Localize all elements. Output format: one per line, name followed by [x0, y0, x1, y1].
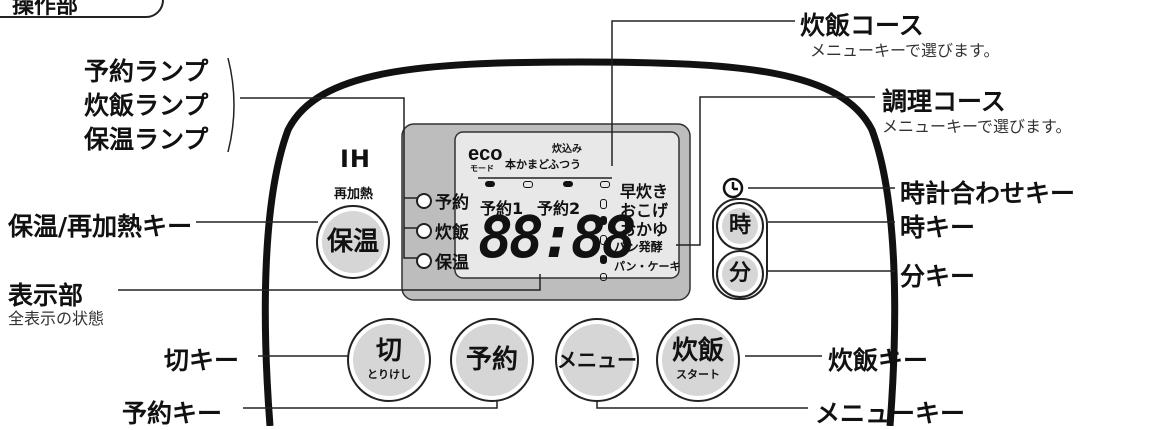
callout-display-note: 全表示の状態 [8, 309, 105, 328]
lamp-label: 保温 [435, 253, 469, 273]
cook-button-sub: スタート [676, 368, 720, 381]
lamp-indicator [416, 252, 432, 269]
title-tab-label: 操作部 [12, 0, 79, 19]
callout-hour-key: 時キー [900, 213, 976, 242]
timer-button-label: 予約 [465, 345, 518, 375]
lcd-course-pan-cake: パン・ケーキ [614, 260, 681, 273]
lcd-marker [523, 181, 533, 188]
callout-lamp-yoyaku: 予約ランプ [84, 57, 209, 86]
lamp-label: 炊飯 [435, 223, 469, 243]
lamp-indicator [416, 192, 432, 209]
callout-lamp-suihan: 炊飯ランプ [84, 91, 209, 120]
lcd-takikomi: 炊込み [552, 144, 582, 155]
callout-clock-key: 時計合わせキー [900, 179, 1076, 208]
lcd-marker [600, 216, 607, 225]
lamp-yoyaku: 予約 [416, 188, 469, 213]
lcd-futsuu: ふつう [548, 158, 581, 171]
lamp-suihan: 炊飯 [416, 218, 469, 243]
callout-timer-key: 予約キー [122, 399, 223, 428]
callout-keep-warm-key: 保温/再加熱キー [8, 212, 193, 241]
lcd-course-okoge: おこげ [620, 201, 669, 220]
lamp-label: 予約 [435, 193, 469, 213]
callout-cook-key: 炊飯キー [828, 346, 929, 375]
clock-icon [722, 177, 744, 199]
reheat-label: 再加熱 [334, 187, 374, 202]
callout-suihan-course: 炊飯コース [800, 11, 924, 40]
hour-button-label: 時 [728, 213, 751, 238]
lcd-marker [563, 181, 573, 187]
callout-suihan-course-note: メニューキーで選びます。 [810, 41, 1000, 60]
callout-off-key: 切キー [164, 346, 240, 375]
lcd-yoyaku1: 予約1 [480, 199, 524, 218]
lcd-marker [600, 181, 610, 188]
callout-menu-key: メニューキー [815, 399, 966, 428]
lcd-marker [600, 199, 607, 209]
lcd-course-pan-hakkou: パン発酵 [614, 240, 663, 254]
timer-button[interactable]: 予約 [450, 318, 534, 402]
callout-lamp-hozon: 保温ランプ [84, 125, 209, 154]
cook-button-label: 炊飯 [671, 336, 724, 366]
lcd-marker [485, 181, 495, 187]
lcd-eco: eco [468, 143, 503, 165]
lcd-course-okayu: おかゆ [620, 220, 669, 239]
lcd-course-hayadaki: 早炊き [620, 182, 669, 201]
callout-display: 表示部 [8, 281, 84, 310]
lcd-yoyaku2: 予約2 [537, 199, 581, 218]
minute-button-label: 分 [728, 261, 751, 286]
lcd-eco-mode: モード [470, 164, 494, 173]
lcd-marker [600, 255, 607, 264]
menu-button-label: メニュー [557, 348, 637, 372]
hour-button[interactable]: 時 [716, 202, 764, 250]
lcd-marker [600, 273, 607, 281]
lcd-digits: 88:88 [478, 203, 637, 271]
menu-button[interactable]: メニュー [555, 318, 639, 402]
ih-mark: IH [340, 145, 372, 173]
keep-warm-button[interactable]: 保温 [316, 205, 390, 279]
keep-warm-button-label: 保温 [326, 227, 379, 257]
off-button-sub: とりけし [367, 368, 411, 381]
callout-minute-key: 分キー [900, 262, 976, 291]
callout-chouri-course-note: メニューキーで選びます。 [882, 117, 1072, 136]
off-button[interactable]: 切 とりけし [347, 318, 431, 402]
minute-button[interactable]: 分 [716, 250, 764, 298]
title-tab: 操作部 [0, 0, 164, 19]
off-button-label: 切 [375, 336, 402, 366]
lamp-indicator [416, 222, 432, 239]
lamp-hozon: 保温 [416, 248, 469, 273]
lcd-honkamado: 本かまど [505, 158, 549, 171]
cook-start-button[interactable]: 炊飯 スタート [656, 318, 740, 402]
lcd-marker [600, 235, 607, 245]
callout-chouri-course: 調理コース [882, 87, 1006, 116]
